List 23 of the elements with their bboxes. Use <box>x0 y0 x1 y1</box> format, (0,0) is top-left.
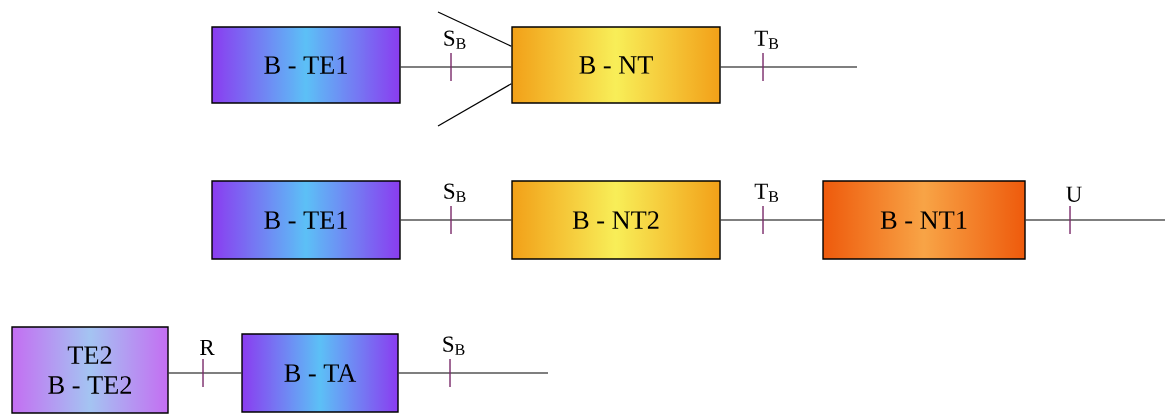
edge-label: T$_{B}$ <box>754 183 779 202</box>
terminal-box: B - NT1 <box>822 180 1026 260</box>
edge-label: U <box>1066 186 1082 202</box>
edge-label: R <box>200 339 215 355</box>
connector-line <box>720 219 823 221</box>
connector-line <box>400 219 512 221</box>
terminal-box: B - NT <box>511 26 721 104</box>
connector-line <box>437 11 512 47</box>
edge-label: S$_{B}$ <box>444 30 466 49</box>
edge-label: S$_{B}$ <box>443 336 465 355</box>
connector-line <box>400 66 512 68</box>
connector-line <box>1025 219 1166 221</box>
connector-line <box>168 372 242 374</box>
connector-line <box>398 372 549 374</box>
terminal-box: B - TA <box>241 333 399 413</box>
edge-label: T$_{B}$ <box>754 30 779 49</box>
edge-label: S$_{B}$ <box>444 183 466 202</box>
connector-line <box>720 66 858 68</box>
terminal-box: B - TE1 <box>211 180 401 260</box>
terminal-box: TE2 B - TE2 <box>11 326 169 414</box>
connector-line <box>437 83 512 127</box>
terminal-box: B - NT2 <box>511 180 721 260</box>
terminal-box: B - TE1 <box>211 26 401 104</box>
